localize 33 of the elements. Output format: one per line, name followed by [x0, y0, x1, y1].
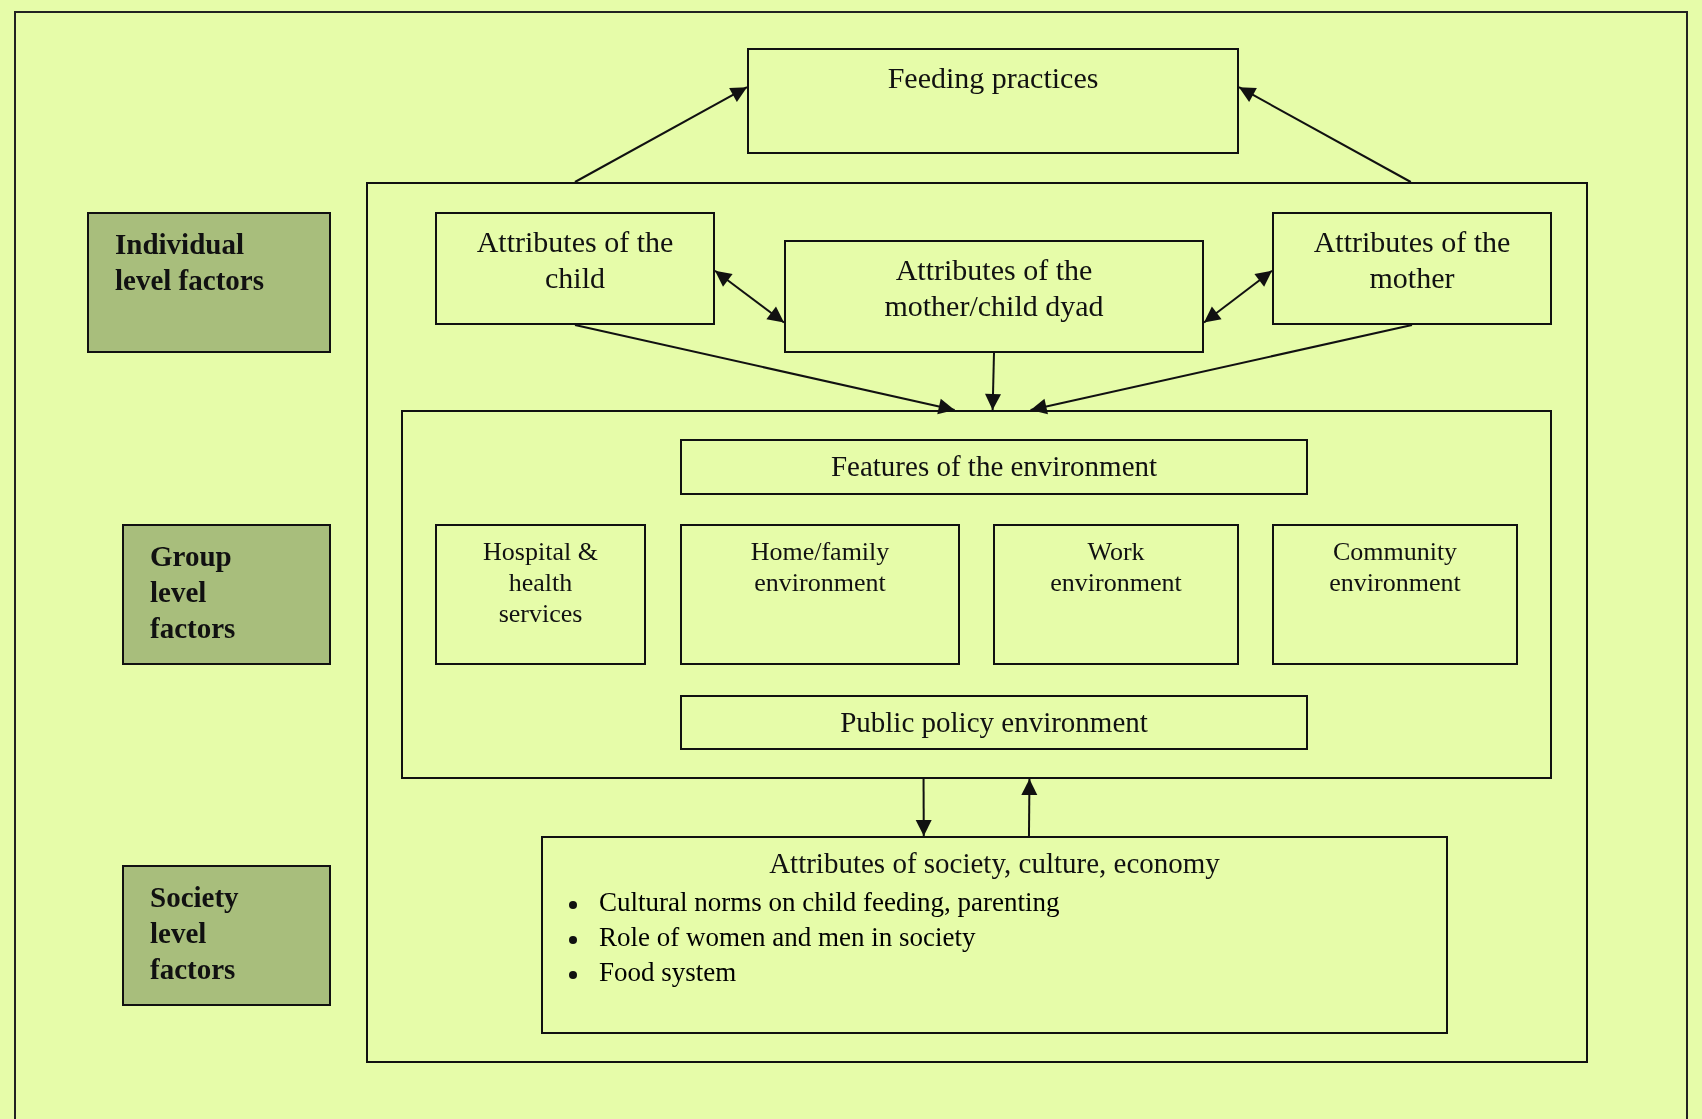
level-label-box [87, 212, 331, 353]
box-label: Hospital & health services [482, 536, 599, 630]
box-label: Feeding practices [886, 60, 1100, 96]
box-label: Attributes of the child [475, 224, 675, 296]
box-label: Attributes of society, culture, economy [768, 846, 1221, 881]
box-label: Home/family environment [749, 536, 891, 599]
box-label: Attributes of the mother [1312, 224, 1512, 296]
box-label: Work environment [1049, 536, 1183, 599]
bullet-text: Food system [599, 955, 737, 989]
process-box [435, 212, 715, 325]
box-label: Community environment [1328, 536, 1462, 599]
process-box [680, 524, 960, 665]
level-label: Group level factors [149, 539, 237, 646]
level-label-box [122, 865, 331, 1006]
process-box [784, 240, 1204, 353]
process-box [680, 695, 1308, 750]
level-label: Society level factors [149, 880, 240, 987]
process-box [1272, 524, 1518, 665]
bullet-text: Role of women and men in society [599, 920, 976, 954]
bullet-text: Cultural norms on child feeding, parenting [599, 885, 1060, 919]
process-box [993, 524, 1239, 665]
level-label-box [122, 524, 331, 665]
container-box [366, 182, 1588, 1063]
process-box [680, 439, 1308, 495]
container-box [401, 410, 1552, 779]
box-label: Features of the environment [829, 449, 1159, 484]
box-label: Public policy environment [839, 705, 1149, 740]
process-box [541, 836, 1448, 1034]
level-label: Individual level factors [114, 227, 265, 298]
process-box [435, 524, 646, 665]
process-box [1272, 212, 1552, 325]
box-label: Attributes of the mother/child dyad [883, 252, 1105, 324]
process-box [747, 48, 1239, 154]
